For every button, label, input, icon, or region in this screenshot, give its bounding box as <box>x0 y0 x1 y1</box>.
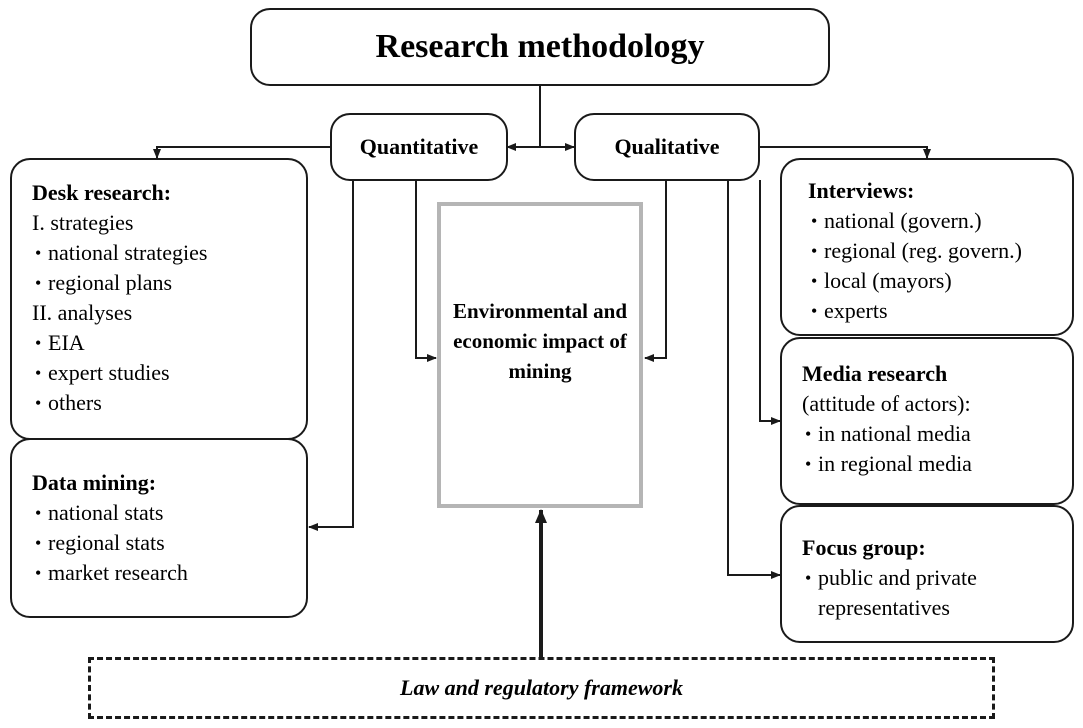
arrow-to-desk-research <box>153 146 330 159</box>
interviews-list: national (govern.) regional (reg. govern… <box>808 206 1072 326</box>
list-item: expert studies <box>32 358 306 388</box>
strategies-group-label: I. strategies <box>32 210 134 235</box>
data-mining-list: national stats regional stats market res… <box>32 498 306 588</box>
data-mining-heading: Data mining: <box>32 470 157 495</box>
list-item: regional stats <box>32 528 306 558</box>
impact-box: Environmental and economic impact of min… <box>437 202 643 508</box>
strategies-list: national strategies regional plans <box>32 238 306 298</box>
list-item: EIA <box>32 328 306 358</box>
impact-label: Environmental and economic impact of min… <box>452 299 628 383</box>
analyses-group-label: II. analyses <box>32 300 133 325</box>
list-item: national (govern.) <box>808 206 1072 236</box>
media-research-heading: Media research <box>802 361 948 386</box>
arrow-quantitative-to-center <box>415 180 437 362</box>
arrow-to-focus-group <box>727 180 781 579</box>
law-framework-box: Law and regulatory framework <box>88 657 995 719</box>
desk-research-box: Desk research: I. strategies national st… <box>10 158 308 440</box>
list-item: market research <box>32 558 306 588</box>
data-mining-box: Data mining: national stats regional sta… <box>10 438 308 618</box>
focus-group-list: public and private representatives <box>802 563 1072 623</box>
interviews-box: Interviews: national (govern.) regional … <box>780 158 1074 336</box>
arrow-to-data-mining <box>308 180 354 531</box>
quantitative-box: Quantitative <box>330 113 508 181</box>
diagram-title: Research methodology <box>375 28 705 65</box>
qualitative-box: Qualitative <box>574 113 760 181</box>
quantitative-label: Quantitative <box>359 134 479 159</box>
law-framework-label: Law and regulatory framework <box>400 675 683 700</box>
desk-research-heading: Desk research: <box>32 180 172 205</box>
media-research-subheading: (attitude of actors): <box>802 391 971 416</box>
focus-group-box: Focus group: public and private represen… <box>780 505 1074 643</box>
list-item: public and private representatives <box>802 563 1018 623</box>
list-item: in national media <box>802 419 1072 449</box>
arrow-to-interviews <box>760 146 931 159</box>
title-box: Research methodology <box>250 8 830 86</box>
list-item: national stats <box>32 498 306 528</box>
media-research-box: Media research (attitude of actors): in … <box>780 337 1074 505</box>
list-item: national strategies <box>32 238 306 268</box>
list-item: regional plans <box>32 268 306 298</box>
list-item: experts <box>808 296 1072 326</box>
focus-group-heading: Focus group: <box>802 535 926 560</box>
arrow-to-media-research <box>759 180 781 425</box>
list-item: others <box>32 388 306 418</box>
list-item: regional (reg. govern.) <box>808 236 1072 266</box>
list-item: local (mayors) <box>808 266 1072 296</box>
analyses-list: EIA expert studies others <box>32 328 306 418</box>
media-research-list: in national media in regional media <box>802 419 1072 479</box>
list-item: in regional media <box>802 449 1072 479</box>
interviews-heading: Interviews: <box>808 178 915 203</box>
arrow-qualitative-to-center <box>644 180 667 362</box>
qualitative-label: Qualitative <box>614 134 720 159</box>
